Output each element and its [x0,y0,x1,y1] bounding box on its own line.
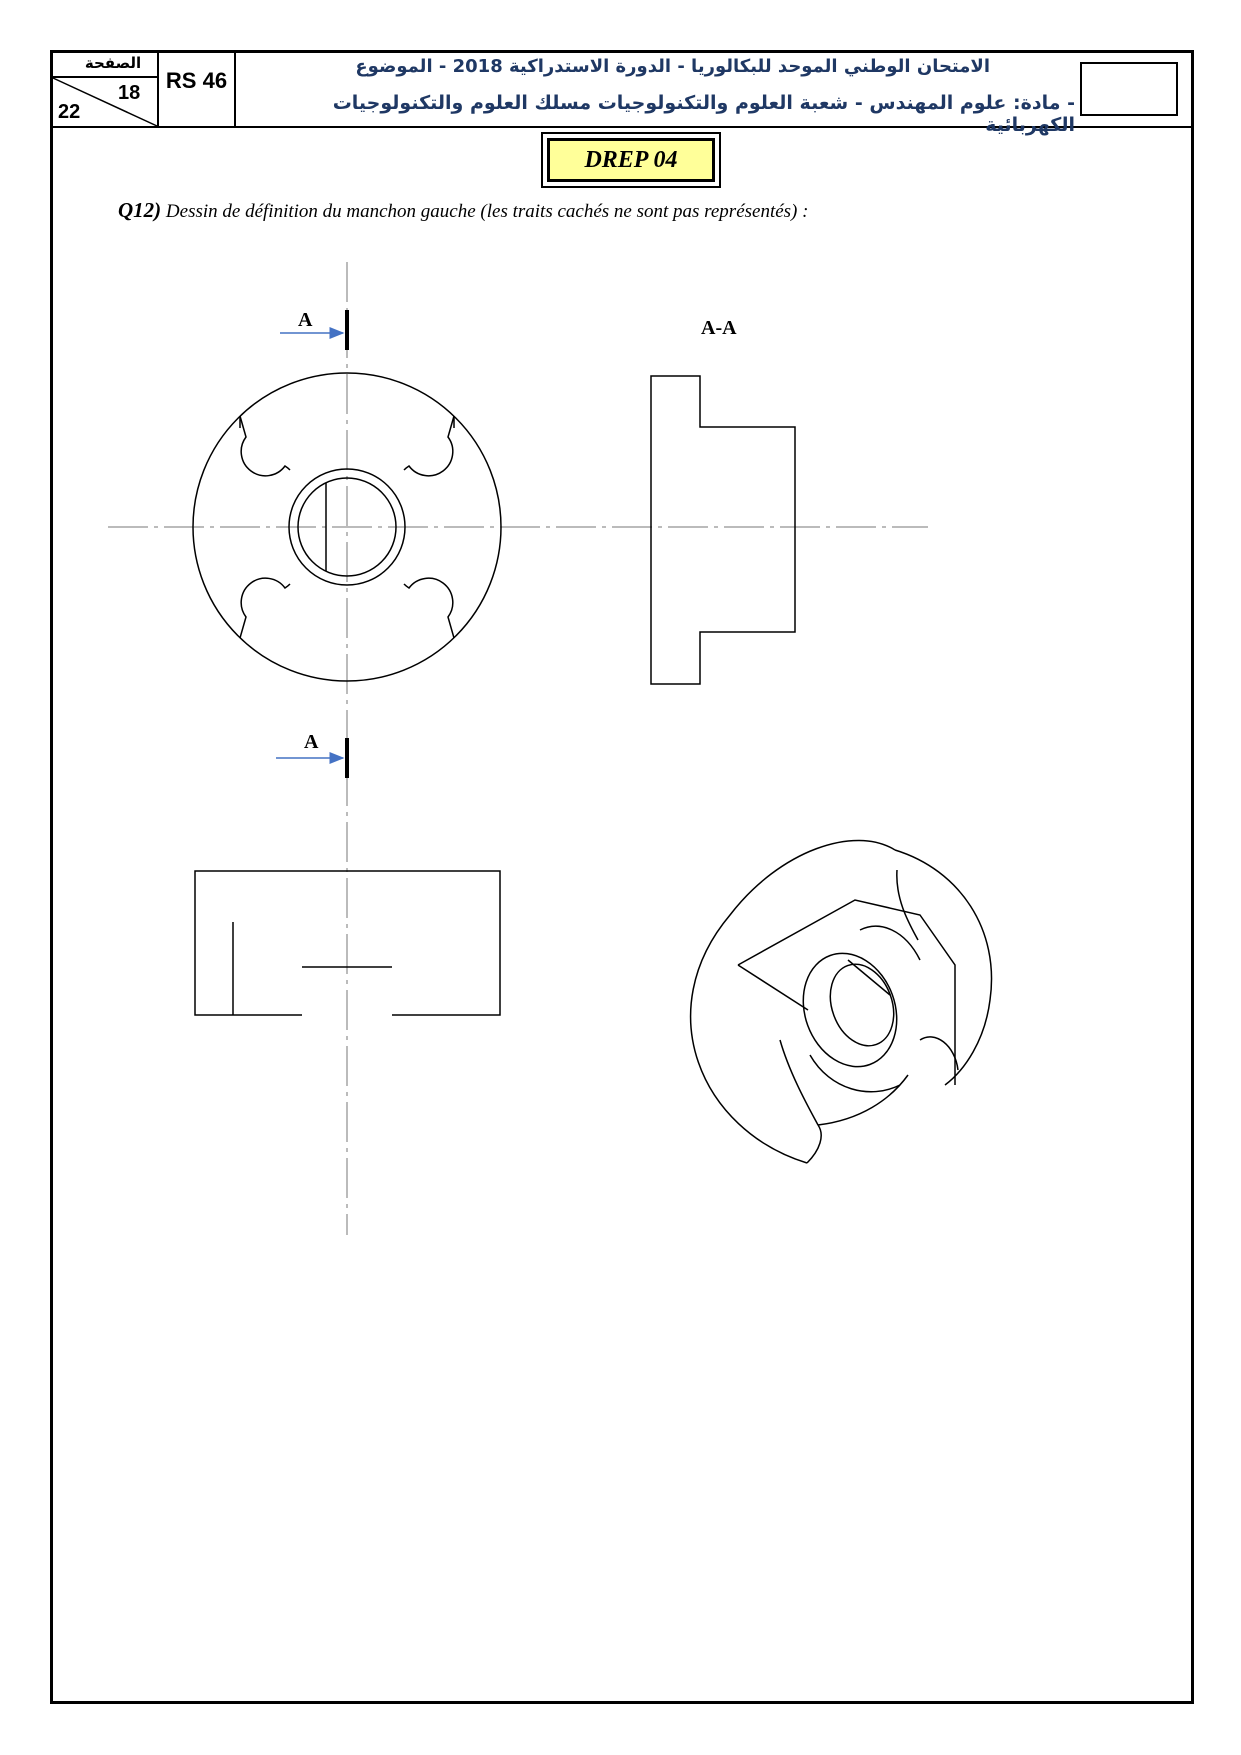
page-frame [50,50,1194,1704]
isometric-view [689,839,993,1164]
page-label: الصفحة [84,54,142,72]
section-mark-top [280,310,349,350]
subject-code: RS 46 [165,68,228,93]
page-label-divider [53,76,157,78]
section-mark-bottom [276,738,349,778]
subject-line: - مادة: علوم المهندس - شعبة العلوم والتك… [332,92,1075,136]
question-text: Dessin de définition du manchon gauche (… [165,201,809,222]
header-divider [50,126,1194,128]
drep-badge: DREP 04 [541,132,721,188]
question: Q12) Dessin de définition du manchon gau… [118,198,808,223]
front-view [192,372,502,682]
header-col-divider-1 [157,50,159,128]
top-view [194,870,501,1016]
question-number: Q12) [118,198,162,222]
section-view [650,375,796,685]
page-total: 22 [58,101,81,123]
section-title: A-A [701,317,737,339]
section-mark-bottom-label: A [304,731,319,753]
page-number: 18 [118,82,141,104]
header-col-divider-2 [234,50,236,128]
section-mark-top-label: A [298,309,313,331]
stamp-box [1080,62,1178,116]
exam-title: الامتحان الوطني الموحد للبكالوريا - الدو… [355,56,990,77]
drep-label: DREP 04 [547,138,715,182]
